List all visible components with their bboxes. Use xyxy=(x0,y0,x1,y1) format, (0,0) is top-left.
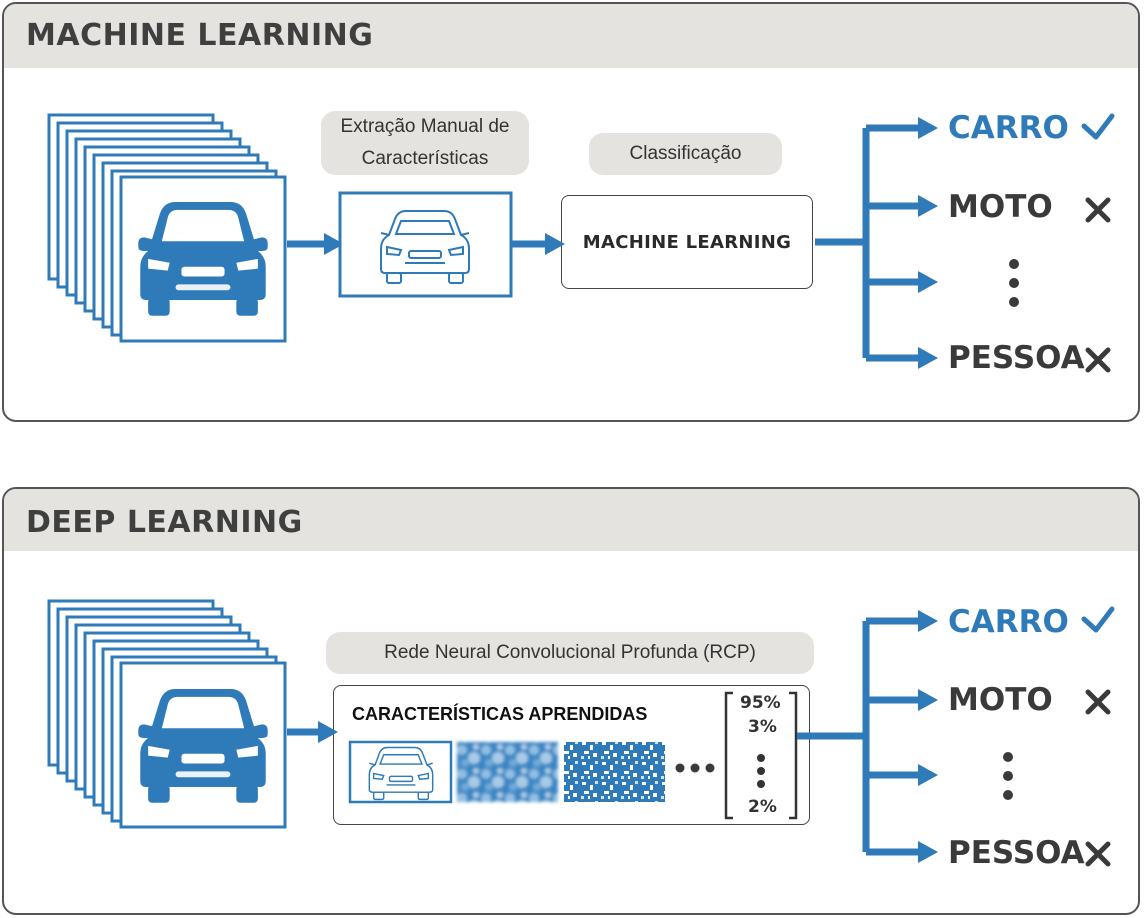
ellipsis-icon xyxy=(675,763,715,773)
deep-learning-panel: DEEP LEARNING xyxy=(2,487,1140,915)
arrow-icon xyxy=(918,764,938,786)
probability-last: 2% xyxy=(748,797,777,817)
output-moto: MOTO xyxy=(948,189,1053,225)
feature-extraction-box xyxy=(338,191,513,298)
arrow-icon xyxy=(918,610,938,632)
output-carro: CARRO xyxy=(948,604,1069,640)
output-branches xyxy=(815,124,922,362)
network-label: Rede Neural Convolucional Profunda (RCP) xyxy=(326,632,814,674)
feature-map-blur xyxy=(457,742,558,802)
probability-second: 3% xyxy=(748,717,777,737)
x-icon xyxy=(1085,689,1111,715)
bracket-right xyxy=(789,691,798,820)
panel-header xyxy=(4,4,1138,68)
output-branches xyxy=(797,617,922,856)
classification-label: Classificação xyxy=(589,133,782,175)
output-pessoa: PESSOA xyxy=(948,835,1085,871)
feature-map-car xyxy=(348,740,453,804)
arrow-icon xyxy=(918,689,938,711)
output-pessoa: PESSOA xyxy=(948,340,1085,376)
ellipsis-icon xyxy=(1009,259,1019,307)
learned-features-title: CARACTERÍSTICAS APRENDIDAS xyxy=(352,704,648,724)
panel-title: DEEP LEARNING xyxy=(26,505,303,540)
check-icon xyxy=(1081,113,1115,140)
panel-title: MACHINE LEARNING xyxy=(26,18,374,53)
feature-map-pixels xyxy=(564,742,665,802)
bracket-left xyxy=(724,691,733,820)
arrow-icon xyxy=(512,233,565,255)
probability-top: 95% xyxy=(740,693,781,713)
classifier-box: MACHINE LEARNING xyxy=(561,195,813,289)
x-icon xyxy=(1085,197,1111,223)
arrow-icon xyxy=(918,347,938,369)
x-icon xyxy=(1085,841,1111,867)
arrow-icon xyxy=(918,117,938,139)
output-moto: MOTO xyxy=(948,682,1053,718)
check-icon xyxy=(1081,606,1115,633)
x-icon xyxy=(1085,347,1111,373)
arrow-icon xyxy=(918,195,938,217)
panel-header xyxy=(4,489,1138,551)
ellipsis-icon xyxy=(1003,752,1013,800)
feature-extraction-label: Extração Manual de Características xyxy=(321,111,529,175)
learned-features-box: CARACTERÍSTICAS APRENDIDAS xyxy=(333,685,810,825)
arrow-icon xyxy=(287,233,344,255)
arrow-icon xyxy=(918,271,938,293)
output-carro: CARRO xyxy=(948,110,1069,146)
arrow-icon xyxy=(918,841,938,863)
arrow-icon xyxy=(287,721,338,743)
ellipsis-icon xyxy=(757,754,765,788)
